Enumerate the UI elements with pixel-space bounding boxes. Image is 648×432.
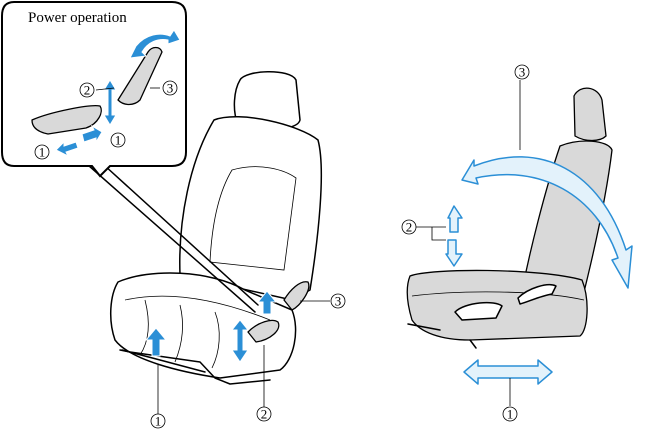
callout-2: 2 bbox=[401, 220, 417, 235]
arrow-back-icon bbox=[55, 140, 79, 158]
callout-3: 3 bbox=[330, 294, 346, 309]
callout-2: 2 bbox=[256, 407, 272, 422]
arrow-recline-icon bbox=[129, 29, 181, 59]
svg-text:1: 1 bbox=[155, 414, 162, 429]
svg-text:3: 3 bbox=[519, 65, 526, 80]
svg-text:2: 2 bbox=[261, 407, 268, 422]
recline-switch-icon bbox=[117, 46, 163, 106]
svg-text:1: 1 bbox=[39, 145, 46, 160]
arrow-recline-icon bbox=[461, 156, 633, 289]
callout-1: 1 bbox=[34, 145, 50, 160]
seat-slide-switch bbox=[247, 319, 280, 343]
arrow-up-down-icon bbox=[103, 79, 117, 126]
arrow-up-icon bbox=[447, 205, 463, 233]
power-operation-inset: Power operation 1 1 2 3 bbox=[1, 0, 187, 178]
seat-illustration-right bbox=[406, 87, 613, 349]
svg-text:3: 3 bbox=[335, 294, 342, 309]
callout-2: 2 bbox=[79, 83, 95, 98]
blue-arrows-left bbox=[144, 290, 278, 363]
svg-text:2: 2 bbox=[406, 220, 413, 235]
light-blue-arrows-right bbox=[445, 156, 633, 385]
arrow-up-icon bbox=[256, 290, 278, 315]
callout-3: 3 bbox=[514, 65, 530, 80]
inset-pointer bbox=[87, 164, 259, 313]
callout-1: 1 bbox=[110, 133, 126, 148]
slide-switch-icon bbox=[31, 105, 102, 135]
arrow-up-down-icon bbox=[230, 319, 250, 363]
arrow-forward-icon bbox=[81, 124, 103, 144]
callout-1: 1 bbox=[502, 407, 518, 422]
svg-text:3: 3 bbox=[167, 81, 174, 96]
arrow-down-icon bbox=[445, 239, 463, 267]
inset-title: Power operation bbox=[28, 10, 127, 26]
callout-3: 3 bbox=[162, 81, 178, 96]
arrow-forward-back-icon bbox=[463, 359, 553, 385]
recline-switch bbox=[283, 281, 310, 311]
svg-text:1: 1 bbox=[115, 133, 122, 148]
arrow-up-icon bbox=[144, 327, 168, 357]
svg-text:1: 1 bbox=[507, 407, 514, 422]
svg-text:2: 2 bbox=[84, 83, 91, 98]
seat-illustration-left bbox=[110, 71, 323, 385]
callout-1: 1 bbox=[150, 414, 166, 429]
